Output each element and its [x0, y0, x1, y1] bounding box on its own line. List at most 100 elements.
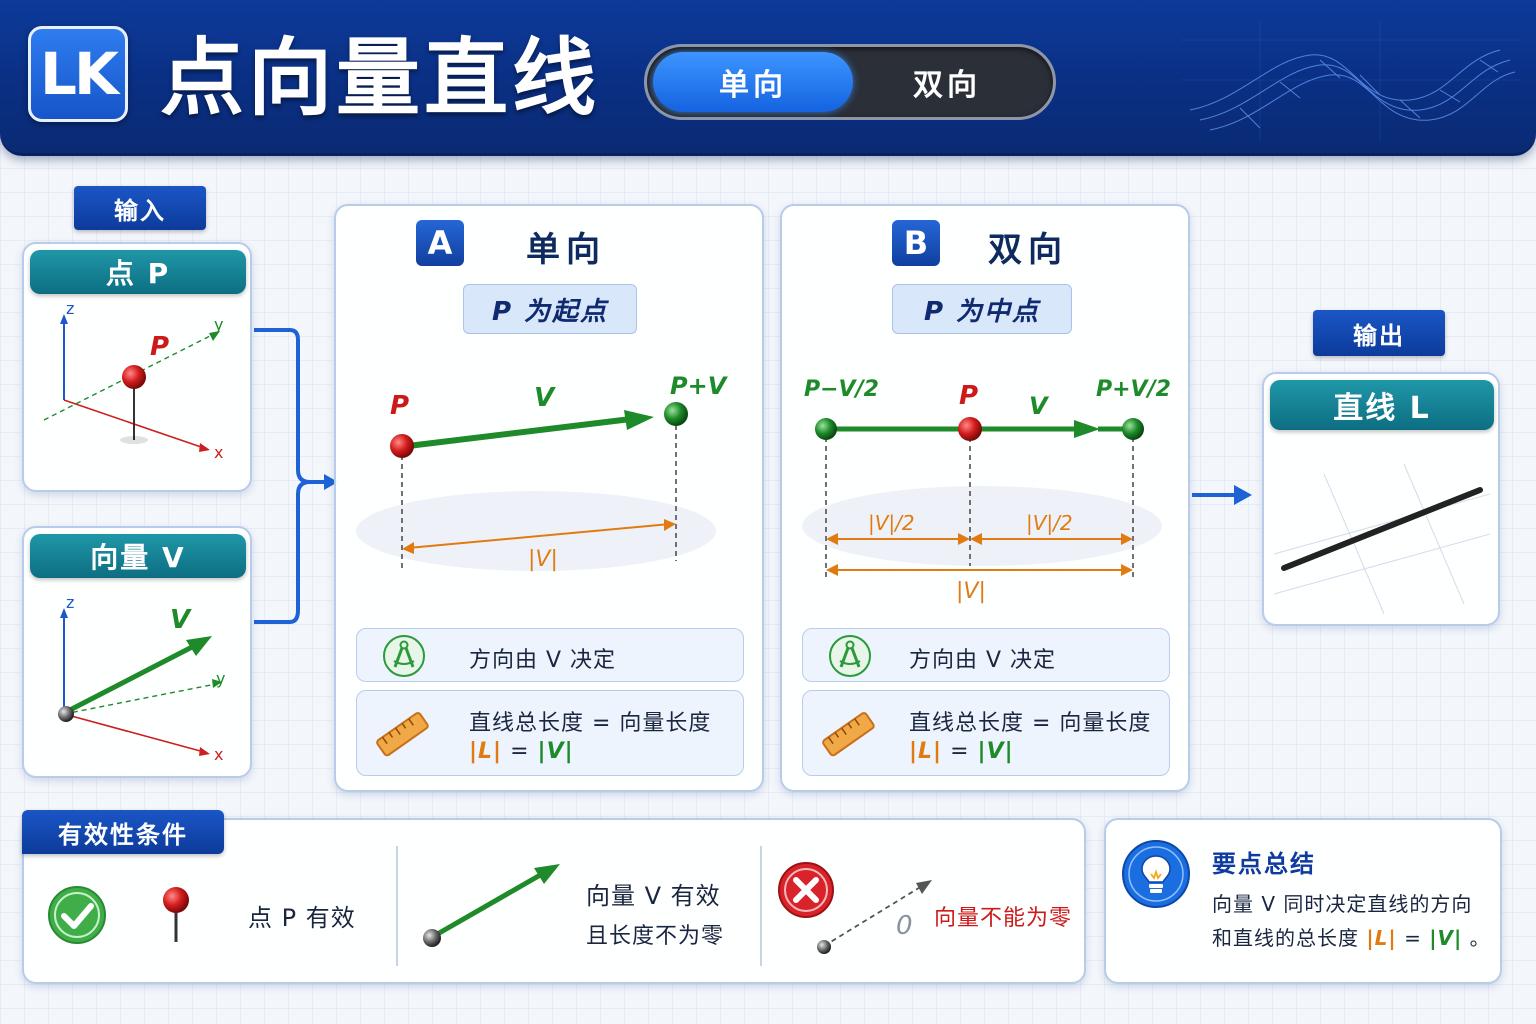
- z-axis-label: z: [66, 593, 74, 612]
- start-point-p-minus-half-v: [815, 418, 837, 440]
- output-tag: 输出: [1313, 310, 1445, 356]
- unidirectional-diagram: P V P+V |V|: [356, 372, 729, 572]
- label-v: V: [534, 383, 556, 413]
- y-axis-label: y: [216, 669, 225, 688]
- label-half-right: |V|/2: [1026, 511, 1073, 535]
- length-formula-b: |L| = |V|: [909, 739, 1014, 764]
- label-p-plus-half-v: P+V/2: [1096, 377, 1171, 402]
- output-arrow-icon: [1192, 485, 1252, 505]
- panel-a-subtitle-text: P 为起点: [491, 296, 609, 327]
- panel-a-badge: A: [416, 220, 464, 266]
- direction-text-a: 方向由 V 决定: [469, 648, 617, 673]
- vector-input-card: 向量 V z x y V: [22, 526, 252, 778]
- pin-icon: [163, 887, 189, 942]
- panel-b-subtitle-text: P 为中点: [923, 296, 1041, 327]
- mode-button-unidirectional[interactable]: 单向: [653, 52, 853, 112]
- summary-line-2: 和直线的总长度 |L| = |V| 。: [1212, 922, 1491, 951]
- point-3d-axes: z x y P: [43, 300, 223, 462]
- header-bar: LK 点向量直线 单向 双向: [0, 0, 1536, 156]
- summary-formula-eq: =: [1404, 926, 1422, 950]
- vector-valid-text-2: 且长度不为零: [586, 924, 725, 949]
- x-axis-label: x: [214, 443, 223, 462]
- x-axis-label: x: [214, 745, 223, 764]
- end-point-pv: [664, 402, 688, 426]
- error-icon: [778, 862, 834, 918]
- summary-line-1: 向量 V 同时决定直线的方向: [1212, 892, 1473, 916]
- label-v-b: V: [1029, 392, 1050, 420]
- divider: [396, 846, 398, 966]
- summary-formula-l: |L|: [1366, 926, 1397, 950]
- mid-point-p: [958, 417, 982, 441]
- zero-label: 0: [896, 911, 913, 941]
- label-length-b: |V|: [956, 579, 986, 604]
- label-p-minus-half-v: P−V/2: [804, 377, 879, 402]
- panel-b-subtitle: P 为中点: [892, 284, 1072, 334]
- summary-line-2-prefix: 和直线的总长度: [1212, 926, 1359, 950]
- zero-vector-icon: 0: [817, 880, 932, 954]
- point-p-label: P: [150, 332, 169, 362]
- label-length: |V|: [528, 547, 558, 572]
- bidirectional-diagram: P−V/2 P V P+V/2 |V|/2 |V|/2 |V|: [802, 377, 1171, 604]
- label-p-b: P: [959, 381, 978, 411]
- zero-invalid-text: 向量不能为零: [934, 906, 1073, 931]
- mode-toggle[interactable]: 单向 双向: [644, 44, 1056, 120]
- vector-v-label: V: [170, 605, 192, 635]
- vector-card-title-text: 向量 V: [90, 541, 186, 574]
- direction-row-b: 方向由 V 决定: [802, 628, 1170, 682]
- vector-v-arrow: [63, 643, 197, 715]
- formula-l: |L|: [909, 739, 943, 764]
- vector-valid-text-1: 向量 V 有效: [586, 882, 721, 910]
- panel-b-title: 双向: [988, 230, 1068, 270]
- z-axis-label: z: [66, 300, 74, 318]
- point-card-title: 点 P: [30, 250, 246, 294]
- length-text-a: 直线总长度 = 向量长度: [469, 711, 712, 736]
- validity-panel: 有效性条件 点 P 有效 向量 V 有效 且长度不为零 0 向量不能为零: [22, 810, 1086, 984]
- lightbulb-icon: [1122, 840, 1190, 908]
- formula-l: |L|: [469, 739, 503, 764]
- summary-formula-v: |V|: [1429, 926, 1463, 950]
- point-p-marker: [122, 365, 146, 389]
- ruler-icon: [376, 712, 429, 757]
- vector-3d-axes: z x y V: [58, 593, 225, 764]
- length-text-b: 直线总长度 = 向量长度: [909, 711, 1152, 736]
- surface-mesh-icon: [1180, 20, 1520, 140]
- output-line-diagram: [1273, 463, 1491, 615]
- summary-title: 要点总结: [1212, 850, 1316, 878]
- length-measure-a: [407, 523, 671, 549]
- length-formula-a: |L| = |V|: [469, 739, 574, 764]
- label-p-plus-v: P+V: [670, 372, 729, 400]
- compass-icon: [383, 635, 425, 677]
- input-connector: [254, 328, 338, 624]
- logo: LK: [28, 26, 128, 122]
- summary-panel: 要点总结 向量 V 同时决定直线的方向 和直线的总长度 |L| = |V| 。: [1104, 818, 1502, 984]
- panel-unidirectional: A 单向 P 为起点 P V P+V |V| 方向由 V 决定: [334, 204, 764, 792]
- y-axis-label: y: [214, 315, 223, 334]
- divider: [760, 846, 762, 966]
- formula-v: |V|: [537, 739, 574, 764]
- vector-arrow-a: [405, 416, 634, 449]
- y-axis: [43, 333, 215, 421]
- length-row-b: 直线总长度 = 向量长度 |L| = |V|: [802, 690, 1170, 776]
- input-tag: 输入: [74, 186, 206, 230]
- direction-text-b: 方向由 V 决定: [909, 648, 1057, 673]
- label-half-left: |V|/2: [868, 511, 915, 535]
- output-card-title: 直线 L: [1270, 380, 1494, 430]
- formula-v: |V|: [977, 739, 1014, 764]
- vector-card-title: 向量 V: [30, 534, 246, 578]
- validity-tag: 有效性条件: [22, 810, 224, 854]
- mode-button-bidirectional[interactable]: 双向: [913, 68, 981, 103]
- summary-line-2-end: 。: [1469, 926, 1491, 950]
- panel-b-badge: B: [892, 220, 940, 266]
- panel-a-subtitle: P 为起点: [463, 284, 637, 334]
- check-icon: [48, 886, 106, 944]
- valid-vector-icon: [423, 864, 560, 947]
- compass-icon: [829, 635, 871, 677]
- page-title: 点向量直线: [160, 29, 601, 127]
- length-row-a: 直线总长度 = 向量长度 |L| = |V|: [356, 690, 744, 776]
- formula-eq: =: [950, 739, 970, 764]
- point-input-card: 点 P z x y P: [22, 242, 252, 492]
- label-p: P: [390, 391, 409, 421]
- ruler-icon: [822, 712, 875, 757]
- output-card-title-text: 直线 L: [1333, 391, 1431, 426]
- point-valid-text: 点 P 有效: [248, 904, 356, 932]
